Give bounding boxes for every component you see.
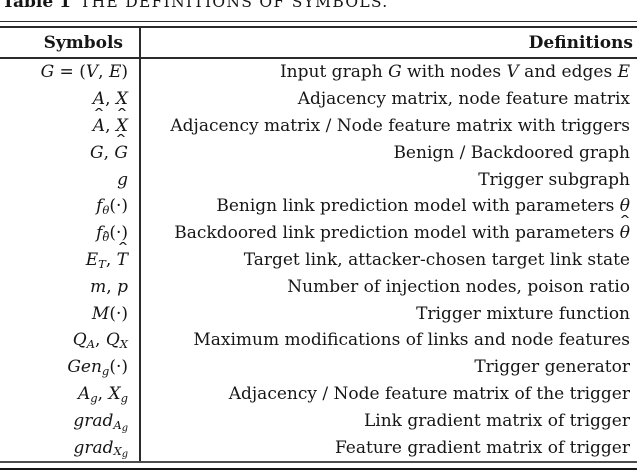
symbol-cell: A, X [92, 89, 128, 110]
symbol-cell: ET, T [0, 247, 140, 274]
bottom-rule-inner [0, 461, 637, 464]
top-rule-inner [0, 26, 637, 29]
symbol-cell: gradXg [73, 437, 128, 461]
table-caption: Table 1 THE DEFINITIONS OF SYMBOLS. [2, 0, 389, 12]
definition-cell: Benign link prediction model with parame… [216, 196, 630, 217]
symbol-cell: fθ(·) [96, 196, 128, 218]
symbol-cell: gradAg [73, 410, 128, 434]
definition-cell: Adjacency matrix / Node feature matrix w… [170, 115, 630, 136]
symbol-cell: A, X [0, 113, 140, 140]
table-row: A, X Adjacency matrix, node feature matri… [0, 86, 637, 113]
definition-cell: Trigger mixture function [416, 303, 630, 324]
table-row: G = (V, E) Input graph G with nodes V and… [0, 59, 637, 86]
top-rule-outer [0, 20, 637, 23]
symbol-cell: G, G [0, 139, 140, 166]
definition-cell: Input graph G with nodes V and edges E [279, 62, 630, 83]
table-header-row: Symbols Definitions [0, 28, 637, 57]
table-row: gradXg Feature gradient matrix of trigger [0, 434, 637, 461]
definition-cell: Trigger subgraph [478, 169, 630, 190]
table-row: ET, T Target link, attacker-chosen target… [0, 247, 637, 274]
definition-cell: Adjacency / Node feature matrix of the t… [228, 383, 630, 404]
table-title-text: THE DEFINITIONS OF SYMBOLS. [79, 0, 389, 11]
definition-cell: Benign / Backdoored graph [393, 142, 630, 163]
symbol-cell: M(·) [91, 303, 128, 324]
definition-cell: Adjacency matrix, node feature matrix [297, 89, 630, 110]
table-row: fθ(·) Backdoored link prediction model wi… [0, 220, 637, 247]
table-row: m, p Number of injection nodes, poison ra… [0, 273, 637, 300]
definition-cell: Feature gradient matrix of trigger [334, 437, 630, 458]
table-row: g Trigger subgraph [0, 166, 637, 193]
definition-cell: Trigger generator [474, 357, 630, 378]
table-row: M(·) Trigger mixture function [0, 300, 637, 327]
table-body: G = (V, E) Input graph G with nodes V and… [0, 59, 637, 461]
table-row: G, G Benign / Backdoored graph [0, 139, 637, 166]
definition-cell: Target link, attacker-chosen target link… [243, 249, 630, 270]
definition-cell: Maximum modifications of links and node … [193, 330, 630, 351]
header-rule [0, 57, 637, 59]
symbol-cell: Ag, Xg [77, 383, 128, 405]
column-header-definitions: Definitions [528, 32, 633, 53]
table-row: A, X Adjacency matrix / Node feature matr… [0, 113, 637, 140]
definition-cell: Backdoored link prediction model with pa… [140, 220, 637, 247]
column-header-symbols: Symbols [43, 32, 123, 53]
table-row: Ag, Xg Adjacency / Node feature matrix of… [0, 381, 637, 408]
column-divider [139, 28, 141, 462]
symbol-cell: G = (V, E) [40, 62, 128, 83]
table-row: fθ(·) Benign link prediction model with p… [0, 193, 637, 220]
bottom-rule-outer [0, 468, 637, 471]
definition-cell: Link gradient matrix of trigger [363, 410, 630, 431]
symbol-cell: fθ(·) [96, 223, 128, 244]
symbol-cell: QA, QX [72, 330, 128, 352]
symbol-cell: m, p [90, 276, 128, 297]
table-row: QA, QX Maximum modifications of links and… [0, 327, 637, 354]
symbol-cell: Geng(·) [67, 357, 128, 378]
table-row: gradAg Link gradient matrix of trigger [0, 407, 637, 434]
table-row: Geng(·) Trigger generator [0, 354, 637, 381]
table-number: Table 1 [2, 0, 71, 12]
symbol-cell: g [117, 169, 128, 190]
definition-cell: Number of injection nodes, poison ratio [287, 276, 630, 297]
